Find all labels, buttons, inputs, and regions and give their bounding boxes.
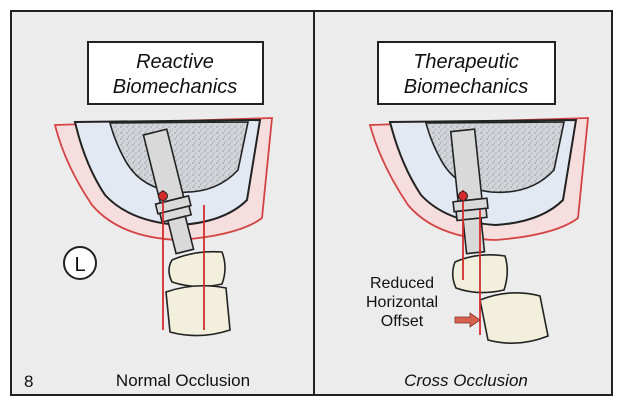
right-tooth-lower: [480, 293, 548, 343]
right-title-line1: Therapeutic: [413, 51, 519, 73]
right-title-line2: Biomechanics: [404, 76, 529, 98]
left-title-line2: Biomechanics: [113, 76, 238, 98]
right-center-dot: [459, 192, 468, 201]
left-tooth-lower: [166, 286, 230, 336]
left-caption: Normal Occlusion: [116, 371, 250, 390]
annotation-line2: Horizontal: [366, 294, 438, 311]
right-caption: Cross Occlusion: [404, 371, 528, 390]
left-title-line1: Reactive: [136, 51, 214, 73]
annotation-line1: Reduced: [370, 275, 434, 292]
side-marker-label: L: [74, 254, 85, 276]
figure-number: 8: [24, 372, 33, 391]
annotation-line3: Offset: [381, 313, 424, 330]
left-center-dot: [159, 192, 168, 201]
